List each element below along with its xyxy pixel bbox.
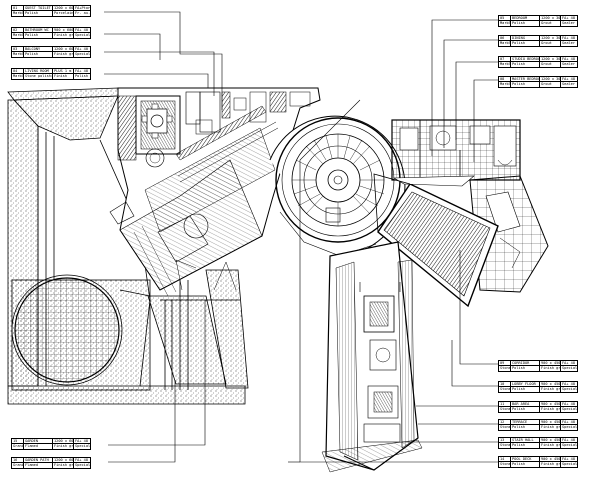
- right-bathroom-wing: [391, 119, 549, 293]
- left-garden-wing: [7, 87, 249, 405]
- living-wing: [109, 87, 321, 297]
- south-corridor: [321, 241, 423, 473]
- master-bedroom: [373, 173, 499, 308]
- leader-lines: [104, 11, 498, 463]
